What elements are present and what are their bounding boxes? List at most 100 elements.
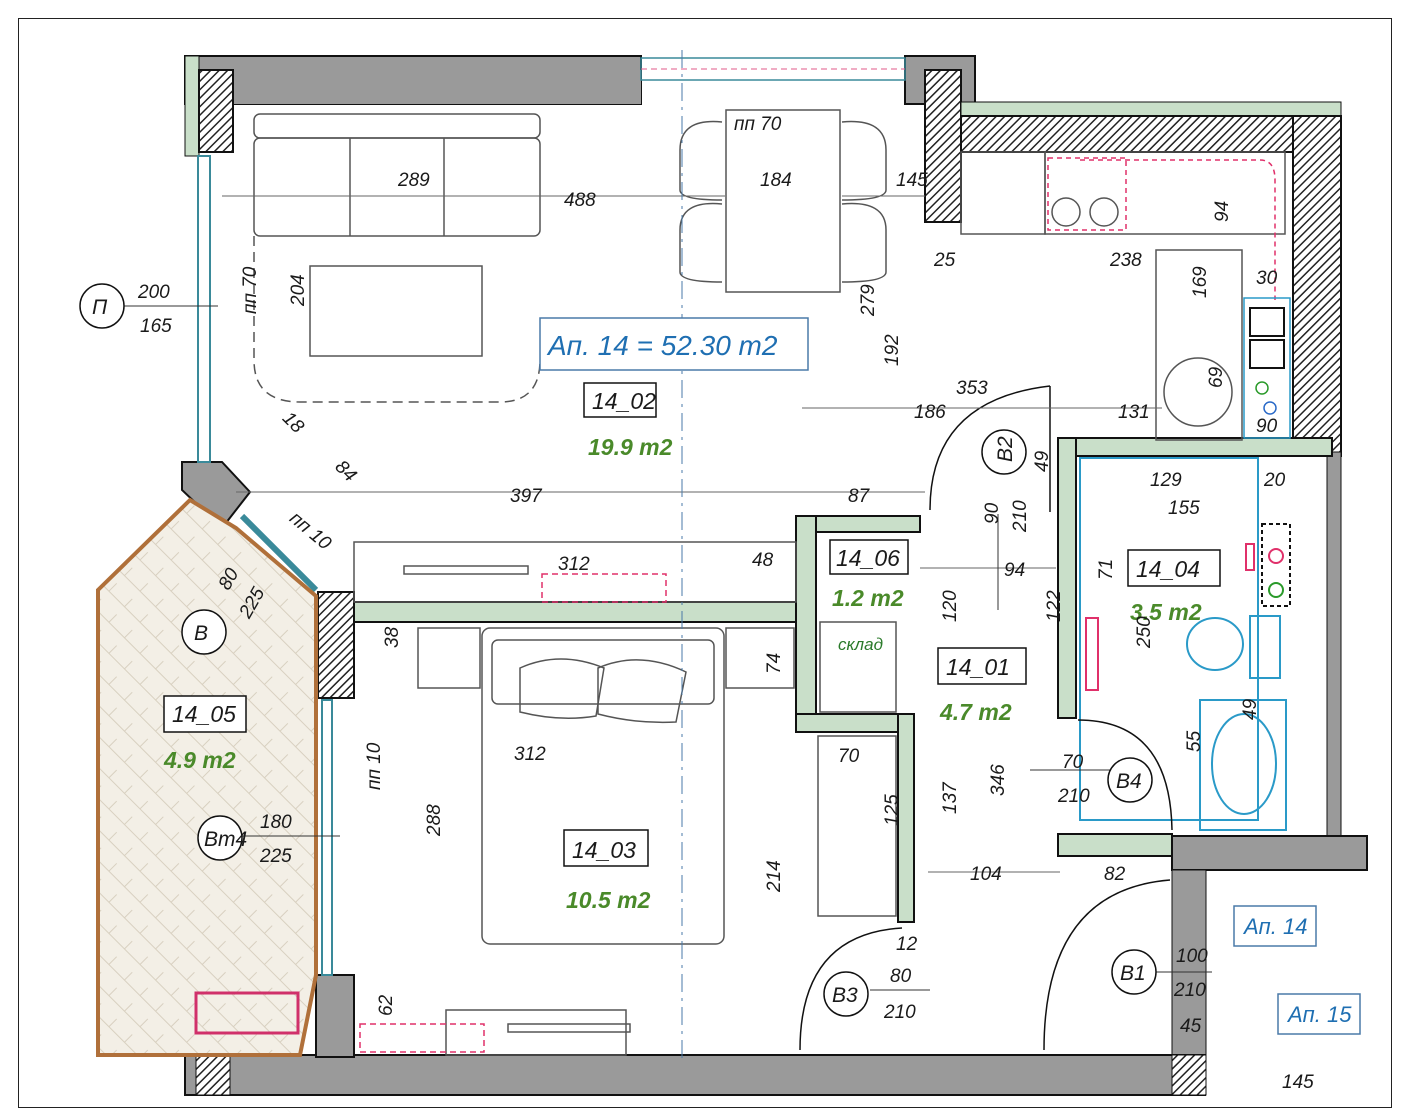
dim-169: 169: [1190, 266, 1211, 298]
opening-tag-v4: В4: [1116, 770, 1142, 793]
door-swings: [799, 385, 1173, 1051]
dim-289: 289: [397, 170, 430, 191]
dim-82: 82: [1104, 864, 1126, 885]
dim-120: 120: [940, 590, 961, 622]
ap14-label: Ап. 14: [1242, 914, 1307, 939]
opening-v1-top: 100: [1176, 946, 1208, 967]
dim-125: 125: [882, 794, 903, 826]
dim-214: 214: [764, 860, 785, 893]
dim-90: 90: [1256, 416, 1278, 437]
dim-288: 288: [424, 804, 445, 837]
opening-v4-bottom: 210: [1057, 786, 1090, 807]
balcony: [96, 497, 318, 1057]
room-labels: 14_02 19.9 m2 14_03 10.5 m2 14_01 4.7 m2…: [163, 382, 1221, 913]
dim-122: 122: [1044, 590, 1065, 622]
opening-v3-top: 80: [890, 966, 912, 987]
dim-129: 129: [1150, 470, 1182, 491]
dim-238: 238: [1109, 250, 1142, 271]
dim-70: 70: [838, 746, 860, 767]
opening-tags: [79, 283, 1157, 1017]
dim-30: 30: [1256, 268, 1278, 289]
dim-137: 137: [940, 781, 961, 814]
room-code-14-03: 14_03: [572, 837, 636, 863]
ap15-label: Ап. 15: [1286, 1002, 1352, 1027]
opening-tag-v3: В3: [832, 984, 858, 1007]
dim-94-kitchen: 94: [1212, 201, 1233, 222]
dim-45: 45: [1180, 1016, 1202, 1037]
dim-104: 104: [970, 864, 1002, 885]
room-area-14-02: 19.9 m2: [588, 434, 673, 460]
opening-v1-bottom: 210: [1173, 980, 1206, 1001]
dim-48: 48: [752, 550, 774, 571]
room-area-14-06: 1.2 m2: [832, 585, 904, 611]
dim-145-bottom: 145: [1282, 1072, 1314, 1093]
dim-353: 353: [956, 378, 988, 399]
opening-tag-vt4: Вт4: [204, 828, 247, 851]
note-pp70-top: пп 70: [734, 114, 782, 135]
dim-155: 155: [1168, 498, 1200, 519]
opening-p-bottom: 165: [140, 316, 172, 337]
bathroom-fixtures: [1079, 457, 1291, 831]
dim-20: 20: [1263, 470, 1286, 491]
ap14-box: [1233, 905, 1317, 947]
dim-69: 69: [1206, 366, 1227, 388]
dim-12: 12: [896, 934, 918, 955]
drawing-frame: [18, 18, 1392, 1108]
room-code-14-01: 14_01: [946, 654, 1010, 680]
dim-186: 186: [914, 402, 946, 423]
dim-49: 49: [1032, 450, 1053, 472]
room-code-14-06: 14_06: [836, 545, 900, 571]
windows: [197, 57, 906, 976]
kitchen: [960, 151, 1291, 441]
dim-87: 87: [848, 486, 871, 507]
note-pp70-left: пп 70: [240, 266, 261, 314]
dimension-labels: 289 488 184 145 204 279 192 25 238 94 16…: [278, 170, 1314, 1093]
room-code-14-05: 14_05: [172, 701, 236, 727]
dim-250: 250: [1134, 616, 1155, 649]
apartment-title-box: [539, 317, 809, 371]
opening-v2-top: 90: [982, 502, 1003, 524]
opening-tag-v2: В2: [994, 436, 1017, 462]
opening-tag-p: П: [92, 296, 108, 319]
dim-84: 84: [331, 456, 361, 486]
dimension-lines: [106, 50, 1212, 1060]
dim-94-hall: 94: [1004, 560, 1025, 581]
apartment-title: Ап. 14 = 52.30 m2: [546, 330, 778, 361]
dim-18: 18: [278, 408, 308, 438]
dim-62: 62: [376, 994, 397, 1016]
room-code-14-04: 14_04: [1136, 556, 1200, 582]
storage-note: склад: [838, 635, 883, 654]
dim-488: 488: [564, 190, 596, 211]
dim-192: 192: [882, 334, 903, 366]
note-pp10-bed: пп 10: [364, 742, 385, 790]
opening-tag-v: В: [194, 622, 208, 645]
opening-v2-bottom: 210: [1010, 500, 1031, 533]
dim-49-bath: 49: [1240, 698, 1261, 720]
living-furniture: [253, 109, 887, 403]
room-area-14-03: 10.5 m2: [566, 887, 651, 913]
dim-131: 131: [1118, 402, 1150, 423]
ap15-box: [1277, 993, 1361, 1035]
dim-145-top: 145: [896, 170, 928, 191]
dim-312-bed: 312: [514, 744, 546, 765]
opening-vt4-bottom: 225: [259, 846, 292, 867]
room-area-14-01: 4.7 m2: [939, 699, 1012, 725]
dim-38: 38: [382, 626, 403, 648]
opening-v4-top: 70: [1062, 752, 1084, 773]
room-area-14-04: 3.5 m2: [1130, 599, 1202, 625]
room-code-14-02: 14_02: [592, 388, 656, 414]
opening-tag-v1: В1: [1120, 962, 1146, 985]
bedroom-furniture: [353, 541, 897, 1056]
dim-279: 279: [858, 284, 879, 317]
dim-204: 204: [288, 274, 309, 307]
walls: [181, 55, 1368, 1096]
dim-74: 74: [764, 653, 785, 674]
dim-397: 397: [510, 486, 543, 507]
dim-312-top: 312: [558, 554, 590, 575]
note-pp10-bay: пп 10: [285, 508, 335, 555]
opening-v3-bottom: 210: [883, 1002, 916, 1023]
opening-p-top: 200: [137, 282, 170, 303]
dim-55: 55: [1184, 730, 1205, 752]
dim-346: 346: [988, 764, 1009, 796]
